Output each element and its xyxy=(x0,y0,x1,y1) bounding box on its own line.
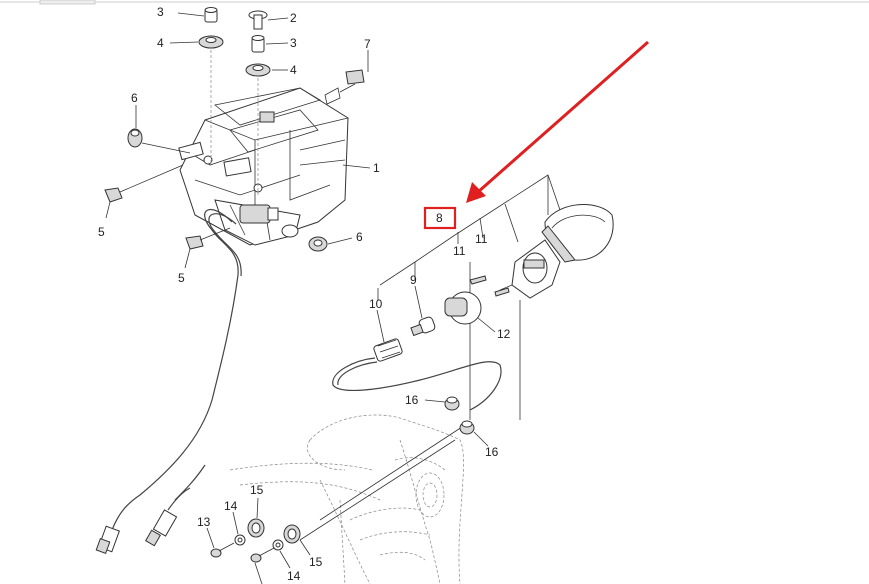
housing-assembly xyxy=(178,87,349,246)
callout-7: 7 xyxy=(364,37,371,51)
washer-14-right xyxy=(272,539,284,551)
callout-8: 8 xyxy=(436,211,443,225)
callout-16-lower: 16 xyxy=(485,445,499,459)
washer-14-left xyxy=(234,534,246,546)
grommet-16-lower xyxy=(459,420,475,435)
grommet-16-upper xyxy=(444,396,460,411)
highlight-arrow xyxy=(466,40,649,203)
callout-15-right: 15 xyxy=(309,555,323,569)
callout-12: 12 xyxy=(497,327,511,341)
callout-3-left: 3 xyxy=(157,5,164,19)
highlight-box xyxy=(423,206,457,230)
harness-wire xyxy=(111,209,239,531)
callout-3-right: 3 xyxy=(290,36,297,50)
callout-14-left: 14 xyxy=(224,499,238,513)
clip-7 xyxy=(345,69,365,85)
callout-5-upper: 5 xyxy=(98,225,105,239)
grommet-15-left xyxy=(247,518,265,538)
rear-fender xyxy=(229,414,466,584)
callout-11-left: 11 xyxy=(453,244,466,258)
callout-11-right: 11 xyxy=(475,232,488,246)
callout-10: 10 xyxy=(369,297,383,311)
callout-15-left: 15 xyxy=(250,483,264,497)
collar-3-right xyxy=(251,35,265,53)
callout-4-left: 4 xyxy=(157,36,164,50)
callout-13: 13 xyxy=(197,515,211,529)
grommet-15-right xyxy=(283,524,301,544)
callout-6-left: 6 xyxy=(131,91,138,105)
callout-16-upper: 16 xyxy=(405,393,419,407)
screw-13-right xyxy=(250,547,275,563)
grommet-6-right xyxy=(308,236,328,252)
connector-left xyxy=(95,525,120,554)
bolt-2 xyxy=(248,10,268,30)
socket-10 xyxy=(373,338,403,362)
callout-9: 9 xyxy=(410,273,417,287)
clip-5-lower xyxy=(185,235,204,250)
callout-14-right: 14 xyxy=(287,569,301,583)
callout-1: 1 xyxy=(373,161,380,175)
callout-2: 2 xyxy=(290,11,297,25)
grommet-4-right xyxy=(245,63,271,77)
top-strip xyxy=(0,0,869,5)
grommet-4-left xyxy=(198,35,224,49)
callout-5-lower: 5 xyxy=(178,271,185,285)
screw-13-left xyxy=(210,542,235,558)
callout-4-right: 4 xyxy=(290,63,297,77)
collar-3-left xyxy=(204,7,218,23)
license-light-assembly xyxy=(332,174,614,420)
clip-5-upper xyxy=(104,187,123,203)
grommet-6-left xyxy=(127,128,143,148)
bulb-9 xyxy=(410,316,436,337)
callout-6-right: 6 xyxy=(356,230,363,244)
connector-right xyxy=(144,487,191,547)
